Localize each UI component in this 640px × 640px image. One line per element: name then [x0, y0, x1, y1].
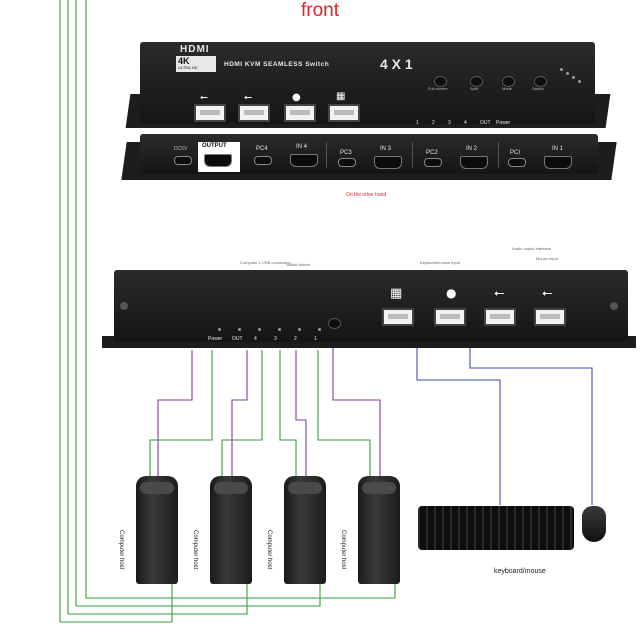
side-led-power: Power: [208, 336, 222, 342]
front-led-label-out: OUT: [480, 120, 491, 126]
pc2-usb-port[interactable]: [424, 158, 442, 167]
in4-label: IN 4: [296, 144, 307, 150]
cable-purple-1: [158, 350, 192, 478]
usb-icon: ⭠: [494, 286, 504, 301]
front-usb-port-1[interactable]: [194, 104, 226, 122]
side-led-1: 1: [314, 336, 317, 342]
side-usb-port-2[interactable]: [534, 308, 566, 326]
side-led-4: 4: [254, 336, 257, 342]
front-keyboard-port[interactable]: [328, 104, 360, 122]
dc-label: DC5V: [174, 146, 187, 152]
front-led-label-4: 4: [464, 120, 467, 126]
pc3-usb-port[interactable]: [338, 158, 356, 167]
usb-icon: ⭠: [200, 92, 208, 103]
pc2-label: PC2: [426, 150, 438, 156]
side-caption-keyboard: Keyboard/mouse input: [420, 260, 460, 265]
computer-host-2: [210, 476, 252, 584]
in2-label: IN 2: [466, 146, 477, 152]
pc1-label: PCI: [510, 150, 520, 156]
rear-caption: On the other hand: [346, 192, 386, 198]
front-led-label-3: 3: [448, 120, 451, 126]
keyboard-icon: ▦: [390, 286, 402, 301]
ratio-label: 4 X 1: [380, 56, 413, 72]
mount-hole-left: [120, 302, 128, 310]
pc4-usb-port[interactable]: [254, 156, 272, 165]
side-caption-audio: Audio output interface: [512, 246, 551, 251]
cable-blue-keyboard: [417, 330, 500, 505]
side-keyboard-port[interactable]: [382, 308, 414, 326]
output-section: OUTPUT: [198, 142, 240, 172]
rear-panel: DC5V OUTPUT PC4 IN 4 PC3 IN 3 PC2 IN 2 P…: [140, 134, 598, 174]
button-label-mode: Mode: [502, 86, 512, 91]
cable-purple-2: [232, 350, 247, 478]
pc3-label: PC3: [340, 150, 352, 156]
dc-power-port[interactable]: [174, 156, 192, 165]
hdmi-in1-port[interactable]: [544, 156, 572, 169]
product-name: HDMI KVM SEAMLESS Switch: [224, 61, 329, 68]
pc1-usb-port[interactable]: [508, 158, 526, 167]
in1-label: IN 1: [552, 146, 563, 152]
mouse: [582, 506, 606, 542]
pc4-label: PC4: [256, 146, 268, 152]
cable-blue-mouse: [470, 330, 592, 505]
usb-icon: ⭠: [244, 92, 252, 103]
in3-label: IN 3: [380, 146, 391, 152]
side-caption-switch: Switch button: [286, 262, 310, 267]
mouse-icon: ●: [446, 286, 456, 300]
button-label-fullscreen: Full screen: [428, 86, 448, 91]
computer-host-3: [284, 476, 326, 584]
computer-host-4: [358, 476, 400, 584]
indicator-led: [560, 68, 563, 71]
side-caption-mouse: Mouse input: [536, 256, 558, 261]
hdmi-in4-port[interactable]: [290, 154, 318, 167]
output-label: OUTPUT: [202, 143, 227, 149]
front-panel: HDMI 4K ULTRA HD HDMI KVM SEAMLESS Switc…: [140, 42, 595, 124]
hdmi-logo: HDMI: [180, 44, 210, 55]
side-led-out: OUT: [232, 336, 243, 342]
hdmi-output-port[interactable]: [204, 154, 232, 167]
peripheral-caption: keyboard/mouse: [494, 568, 546, 575]
host-label-2: Computer host: [192, 530, 198, 569]
button-label-split: Split: [470, 86, 478, 91]
side-led-3: 3: [274, 336, 277, 342]
cable-purple-4: [333, 345, 380, 478]
mount-hole-right: [610, 302, 618, 310]
side-switch-button[interactable]: [328, 318, 341, 329]
hdmi-in3-port[interactable]: [374, 156, 402, 169]
side-caption-usb: Computer 1 USB connection: [240, 260, 291, 265]
host-label-4: Computer host: [340, 530, 346, 569]
side-led-2: 2: [294, 336, 297, 342]
front-led-label-power: Power: [496, 120, 510, 126]
side-mouse-port[interactable]: [434, 308, 466, 326]
computer-host-1: [136, 476, 178, 584]
host-label-3: Computer host: [266, 530, 272, 569]
front-led-label-2: 2: [432, 120, 435, 126]
host-label-1: Computer host: [118, 530, 124, 569]
side-panel: Power OUT 4 3 2 1 ▦ ● ⭠ ⭠: [114, 270, 628, 342]
usb-icon: ⭠: [542, 286, 552, 301]
side-usb-port-1[interactable]: [484, 308, 516, 326]
cable-purple-3: [296, 350, 306, 478]
keyboard-icon: ▦: [336, 91, 345, 102]
button-label-switch: Switch: [532, 86, 544, 91]
keyboard: [418, 506, 574, 550]
4k-badge: 4K ULTRA HD: [176, 56, 216, 72]
hdmi-in2-port[interactable]: [460, 156, 488, 169]
front-usb-port-2[interactable]: [238, 104, 270, 122]
front-led-label-1: 1: [416, 120, 419, 126]
mouse-icon: ●: [292, 92, 301, 103]
front-mouse-port[interactable]: [284, 104, 316, 122]
